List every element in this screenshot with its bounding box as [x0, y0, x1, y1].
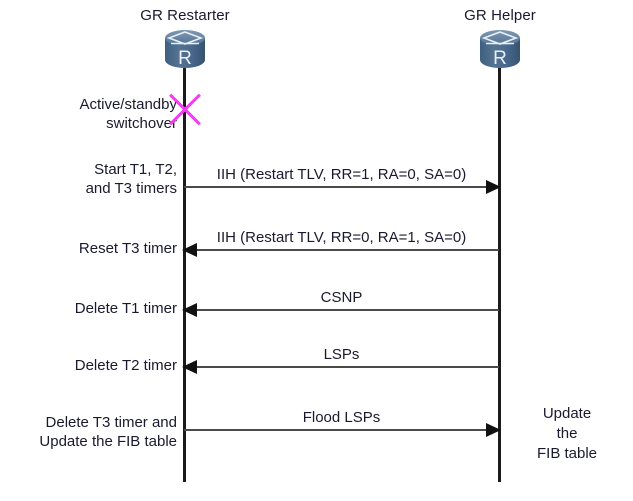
note-delete-t1: Delete T1 timer: [74, 300, 177, 317]
actor-title-gr-helper: GR Helper: [464, 7, 536, 24]
note-delete-t3-update-fib: Delete T3 timer and Update the FIB table: [39, 414, 177, 450]
svg-text:R: R: [178, 48, 192, 69]
message-line: [184, 186, 499, 188]
message-label-iih-ra1: IIH (Restart TLV, RR=0, RA=1, SA=0): [216, 229, 467, 246]
arrowhead-left-icon: [182, 360, 197, 374]
message-line: [184, 366, 499, 368]
lifeline-gr-restarter: [183, 68, 186, 482]
message-label-csnp: CSNP: [320, 289, 363, 306]
note-start-timers: Start T1, T2, and T3 timers: [85, 161, 177, 197]
note-helper-update-fib: Update the FIB table: [536, 405, 598, 462]
arrowhead-right-icon: [486, 423, 501, 437]
message-label-iih-rr1: IIH (Restart TLV, RR=1, RA=0, SA=0): [216, 166, 467, 183]
arrowhead-left-icon: [182, 303, 197, 317]
message-line: [184, 249, 499, 251]
switchover-x-icon: [166, 91, 204, 129]
switchover-label: Active/standby switchover: [79, 96, 177, 132]
router-icon-gr-helper: R: [477, 26, 523, 72]
arrowhead-right-icon: [486, 180, 501, 194]
message-line: [184, 429, 499, 431]
note-delete-t2: Delete T2 timer: [74, 357, 177, 374]
note-reset-t3: Reset T3 timer: [78, 240, 177, 257]
arrowhead-left-icon: [182, 243, 197, 257]
message-label-lsps: LSPs: [323, 346, 360, 363]
actor-title-gr-restarter: GR Restarter: [140, 7, 230, 24]
message-label-flood-lsps: Flood LSPs: [302, 409, 381, 426]
lifeline-gr-helper: [498, 68, 501, 482]
svg-text:R: R: [493, 48, 507, 69]
router-icon-gr-restarter: R: [162, 26, 208, 72]
message-line: [184, 309, 499, 311]
